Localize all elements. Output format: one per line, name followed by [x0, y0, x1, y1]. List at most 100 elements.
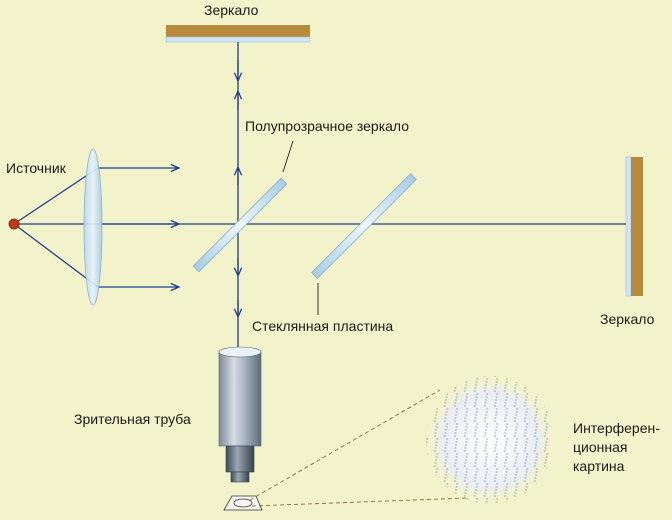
- fringe-speck: [496, 377, 499, 381]
- fringe-speck: [544, 443, 548, 447]
- fringe-speck: [453, 494, 456, 498]
- fringe-speck: [503, 464, 506, 468]
- fringe-speck: [424, 375, 426, 377]
- fringe-speck: [434, 386, 437, 390]
- fringe-speck: [456, 452, 459, 456]
- fringe-speck: [495, 425, 498, 429]
- fringe-speck: [464, 398, 468, 402]
- fringe-speck: [534, 488, 538, 492]
- fringe-speck: [426, 500, 428, 504]
- fringe-speck: [515, 470, 518, 474]
- fringe-speck: [523, 434, 526, 438]
- fringe-speck: [424, 420, 426, 422]
- fringe-speck: [536, 422, 539, 426]
- fringe-speck: [535, 455, 538, 459]
- fringe-speck: [504, 413, 508, 417]
- fringe-speck: [494, 383, 498, 387]
- fringe-speck: [455, 470, 458, 474]
- fringe-speck: [475, 440, 478, 444]
- fringe-speck: [476, 407, 479, 411]
- fringe-speck: [444, 446, 447, 450]
- fringe-speck: [534, 491, 537, 495]
- fringe-speck: [524, 458, 528, 462]
- fringe-speck: [455, 500, 458, 504]
- pattern-label-line-2: ционная: [573, 439, 628, 455]
- fringe-speck: [434, 428, 438, 432]
- telescope-label: Зрительная труба: [74, 411, 191, 427]
- fringe-speck: [544, 488, 548, 492]
- fringe-speck: [533, 419, 536, 423]
- fringe-speck: [465, 500, 468, 504]
- half-mirror-leader: [282, 140, 294, 173]
- fringe-speck: [504, 431, 507, 435]
- fringe-speck: [426, 392, 429, 396]
- fringe-speck: [473, 449, 476, 453]
- fringe-speck: [426, 473, 428, 477]
- fringe-speck: [544, 458, 548, 462]
- fringe-speck: [533, 376, 536, 378]
- fringe-speck: [493, 449, 496, 453]
- fringe-speck: [536, 407, 539, 411]
- fringe-speck: [494, 458, 498, 462]
- fringe-speck: [426, 452, 429, 456]
- source-ray-lower: [13, 223, 99, 288]
- half-mirror-label: Полупрозрачное зеркало: [245, 118, 410, 134]
- fringe-speck: [493, 479, 496, 483]
- fringe-speck: [433, 494, 436, 498]
- fringe-speck: [484, 383, 488, 387]
- fringe-speck: [445, 440, 448, 444]
- fringe-speck: [474, 443, 478, 447]
- fringe-speck: [534, 428, 538, 432]
- fringe-speck: [426, 377, 429, 381]
- fringe-speck: [503, 376, 506, 378]
- fringe-speck: [465, 485, 468, 489]
- fringe-speck: [445, 455, 448, 459]
- fringe-speck: [484, 488, 488, 492]
- fringe-speck: [504, 416, 507, 420]
- fringe-speck: [435, 440, 438, 444]
- fringe-speck: [474, 398, 478, 402]
- fringe-speck: [504, 401, 507, 405]
- fringe-speck: [506, 377, 509, 381]
- fringe-speck: [435, 485, 438, 489]
- fringe-speck: [463, 449, 466, 453]
- fringe-speck: [495, 500, 498, 504]
- fringe-speck: [494, 488, 498, 492]
- fringe-speck: [426, 401, 427, 405]
- fringe-speck: [454, 428, 458, 432]
- fringe-speck: [473, 464, 476, 468]
- fringe-speck: [474, 428, 478, 432]
- fringe-speck: [515, 410, 518, 414]
- fringe-speck: [544, 446, 547, 450]
- fringe-speck: [453, 389, 456, 393]
- fringe-speck: [526, 422, 529, 426]
- fringe-speck: [484, 446, 487, 450]
- fringe-speck: [543, 376, 546, 378]
- fringe-speck: [513, 464, 516, 468]
- fringe-speck: [436, 377, 439, 381]
- fringe-speck: [486, 497, 489, 501]
- fringe-speck: [466, 392, 469, 396]
- fringe-speck: [515, 395, 518, 399]
- fringe-speck: [505, 440, 508, 444]
- fringe-speck: [476, 452, 479, 456]
- fringe-speck: [495, 440, 498, 444]
- fringe-speck: [454, 383, 458, 387]
- fringe-speck: [503, 404, 506, 408]
- fringe-speck: [544, 428, 548, 432]
- fringe-speck: [456, 482, 459, 486]
- fringe-speck: [504, 476, 507, 480]
- fringe-speck: [424, 390, 426, 392]
- fringe-speck: [424, 465, 426, 467]
- fringe-speck: [443, 389, 446, 393]
- fringe-speck: [433, 389, 436, 393]
- fringe-speck: [455, 440, 458, 444]
- fringe-speck: [475, 410, 478, 414]
- fringe-speck: [434, 446, 437, 450]
- fringe-speck: [525, 470, 528, 474]
- fringe-speck: [516, 377, 519, 381]
- fringe-speck: [444, 401, 447, 405]
- fringe-speck: [545, 440, 548, 444]
- fringe-speck: [535, 500, 538, 504]
- fringe-speck: [505, 395, 508, 399]
